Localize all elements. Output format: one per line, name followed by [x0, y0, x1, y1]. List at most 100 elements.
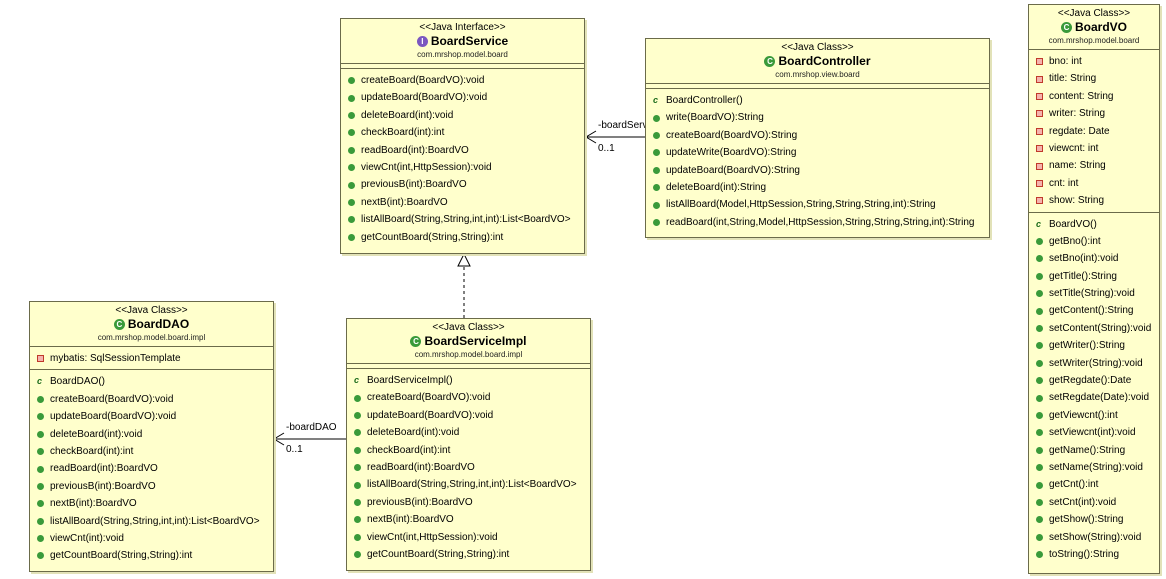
method-signature: checkBoard(int):int	[361, 127, 445, 139]
method-row: deleteBoard(int):void	[341, 107, 584, 124]
method-row: setBno(int):void	[1029, 250, 1159, 267]
method-row: getCnt():int	[1029, 476, 1159, 493]
method-row: write(BoardVO):String	[646, 109, 989, 126]
public-method-icon	[653, 114, 660, 122]
method-signature: viewCnt(int):void	[50, 532, 124, 544]
method-row: checkBoard(int):int	[341, 124, 584, 141]
class-box-boardserviceimpl[interactable]: <<Java Class>> C BoardServiceImpl com.mr…	[346, 318, 591, 571]
class-box-boardservice[interactable]: <<Java Interface>> I BoardService com.mr…	[340, 18, 585, 254]
method-signature: updateBoard(BoardVO):void	[50, 411, 177, 423]
public-method-icon	[348, 94, 355, 102]
class-name: BoardDAO	[127, 317, 190, 331]
method-signature: checkBoard(int):int	[367, 444, 451, 456]
method-signature: setContent(String):void	[1049, 322, 1152, 334]
field-row: title: String	[1029, 70, 1159, 87]
attributes-section: bno: int title: String content: String w…	[1029, 49, 1159, 212]
field-signature: writer: String	[1049, 108, 1106, 120]
public-method-icon	[354, 551, 361, 559]
method-signature: deleteBoard(int):void	[361, 109, 454, 121]
method-signature: readBoard(int):BoardVO	[50, 463, 158, 475]
method-signature: getTitle():String	[1049, 270, 1117, 282]
method-row: setWriter(String):void	[1029, 355, 1159, 372]
method-row: previousB(int):BoardVO	[30, 478, 273, 495]
method-signature: nextB(int):BoardVO	[50, 498, 137, 510]
public-method-icon	[348, 146, 355, 154]
field-row: show: String	[1029, 192, 1159, 209]
method-signature: updateBoard(BoardVO):String	[666, 164, 800, 176]
method-signature: updateBoard(BoardVO):void	[367, 409, 494, 421]
method-row: setRegdate(Date):void	[1029, 389, 1159, 406]
public-method-icon	[1036, 481, 1043, 489]
class-title-row: C BoardDAO	[30, 317, 273, 332]
association-arrowhead-service	[585, 130, 597, 144]
package-label: com.mrshop.view.board	[775, 70, 860, 79]
association-arrowhead-dao	[273, 432, 285, 446]
field-signature: regdate: Date	[1049, 125, 1110, 137]
private-field-icon	[1036, 127, 1043, 135]
interface-icon: I	[416, 36, 428, 47]
method-row: checkBoard(int):int	[30, 443, 273, 460]
private-field-icon	[1036, 58, 1043, 66]
private-field-icon	[1036, 75, 1043, 83]
class-box-boardvo[interactable]: <<Java Class>> C BoardVO com.mrshop.mode…	[1028, 4, 1160, 574]
method-signature: setCnt(int):void	[1049, 496, 1117, 508]
constructor-icon: c	[1036, 218, 1042, 229]
method-signature: nextB(int):BoardVO	[361, 196, 448, 208]
stereotype-label: <<Java Class>>	[1057, 8, 1131, 19]
class-box-boardcontroller[interactable]: <<Java Class>> C BoardController com.mrs…	[645, 38, 990, 238]
method-row: setViewcnt(int):void	[1029, 424, 1159, 441]
stereotype-label: <<Java Class>>	[781, 42, 854, 53]
method-row: readBoard(int):BoardVO	[30, 460, 273, 477]
package-label: com.mrshop.model.board	[1048, 36, 1140, 45]
method-row: setTitle(String):void	[1029, 285, 1159, 302]
field-row: viewcnt: int	[1029, 140, 1159, 157]
public-method-icon	[37, 413, 44, 421]
private-field-icon	[1036, 197, 1043, 205]
method-signature: listAllBoard(String,String,int,int):List…	[361, 214, 571, 226]
method-signature: BoardController()	[666, 95, 743, 106]
method-signature: setWriter(String):void	[1049, 357, 1143, 369]
method-signature: listAllBoard(String,String,int,int):List…	[50, 515, 260, 527]
public-method-icon	[37, 535, 44, 543]
public-method-icon	[348, 181, 355, 189]
class-header: <<Java Class>> C BoardController com.mrs…	[646, 39, 989, 83]
public-method-icon	[354, 498, 361, 506]
method-row: setShow(String):void	[1029, 529, 1159, 546]
public-method-icon	[37, 395, 44, 403]
method-signature: listAllBoard(Model,HttpSession,String,St…	[666, 199, 936, 211]
public-method-icon	[653, 218, 660, 226]
public-method-icon	[354, 394, 361, 402]
public-method-icon	[354, 516, 361, 524]
method-signature: getContent():String	[1049, 305, 1134, 317]
method-row: listAllBoard(String,String,int,int):List…	[347, 476, 590, 493]
method-signature: viewCnt(int,HttpSession):void	[367, 531, 498, 543]
public-method-icon	[1036, 359, 1043, 367]
method-row: updateBoard(BoardVO):void	[347, 407, 590, 424]
public-method-icon	[37, 430, 44, 438]
class-box-boarddao[interactable]: <<Java Class>> C BoardDAO com.mrshop.mod…	[29, 301, 274, 572]
field-signature: mybatis: SqlSessionTemplate	[50, 353, 181, 364]
public-method-icon	[653, 201, 660, 209]
method-row: updateBoard(BoardVO):String	[646, 162, 989, 179]
field-signature: bno: int	[1049, 56, 1082, 67]
public-method-icon	[354, 481, 361, 489]
private-field-icon	[37, 355, 44, 363]
method-row: updateBoard(BoardVO):void	[341, 89, 584, 106]
method-signature: setName(String):void	[1049, 461, 1143, 473]
method-row: getViewcnt():int	[1029, 407, 1159, 424]
method-signature: getCountBoard(String,String):int	[361, 231, 504, 243]
stereotype-label: <<Java Class>>	[432, 322, 505, 333]
method-signature: BoardServiceImpl()	[367, 375, 453, 386]
public-method-icon	[1036, 429, 1043, 437]
private-field-icon	[1036, 110, 1043, 118]
method-signature: checkBoard(int):int	[50, 445, 134, 457]
method-row: deleteBoard(int):void	[30, 426, 273, 443]
method-row: getCountBoard(String,String):int	[347, 546, 590, 563]
field-row: cnt: int	[1029, 175, 1159, 192]
public-method-icon	[354, 533, 361, 541]
method-signature: readBoard(int):BoardVO	[367, 461, 475, 473]
